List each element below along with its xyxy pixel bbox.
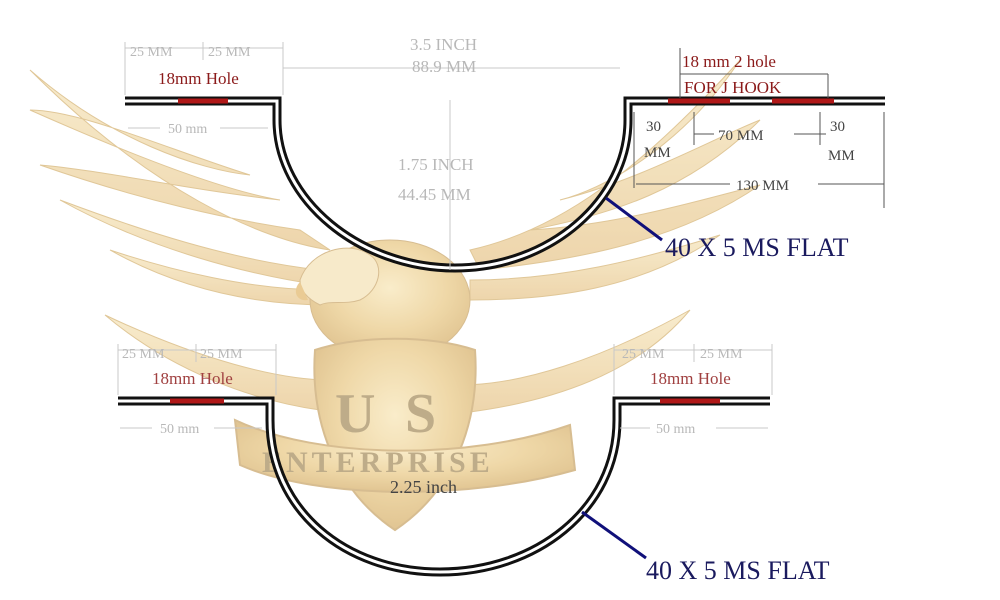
top-right-dim-30b-2: MM bbox=[828, 148, 855, 164]
watermark-company: ENTERPRISE bbox=[262, 446, 494, 479]
bottom-right-dim-a: 25 MM bbox=[622, 347, 665, 362]
top-callout-leader bbox=[605, 196, 663, 242]
top-right-dim-130: 130 MM bbox=[736, 178, 789, 194]
bottom-left-dim-a: 25 MM bbox=[122, 347, 165, 362]
bottom-callout-label: 40 X 5 MS FLAT bbox=[646, 556, 830, 585]
top-width-mm: 88.9 MM bbox=[412, 57, 476, 76]
bottom-right-hole-label: 18mm Hole bbox=[650, 369, 731, 388]
top-left-dim-a: 25 MM bbox=[130, 45, 173, 60]
bottom-right-dim-b: 25 MM bbox=[700, 347, 743, 362]
top-right-dim-70: 70 MM bbox=[718, 128, 763, 144]
eagle-beak bbox=[295, 282, 308, 301]
eagle-head bbox=[299, 247, 380, 306]
top-right-hole-label-2: FOR J HOOK bbox=[684, 78, 782, 97]
eagle-emblem-watermark: U S ENTERPRISE bbox=[29, 59, 761, 532]
eagle-left-wing bbox=[29, 69, 331, 306]
top-right-dim-30a-1: 30 bbox=[646, 119, 661, 135]
bottom-left-hole-label: 18mm Hole bbox=[152, 369, 233, 388]
ribbon-left-wing bbox=[104, 314, 331, 411]
bottom-left-dim-b: 25 MM bbox=[200, 347, 243, 362]
top-left-hole-label: 18mm Hole bbox=[158, 69, 239, 88]
bottom-callout-leader bbox=[581, 510, 647, 560]
bottom-width-label: 2.25 inch bbox=[390, 477, 457, 497]
top-depth-mm: 44.45 MM bbox=[398, 185, 471, 204]
bottom-right-flange-dim: 50 mm bbox=[656, 422, 695, 437]
top-left-flange-dim: 50 mm bbox=[168, 122, 207, 137]
top-right-dim-30a-2: MM bbox=[644, 145, 671, 161]
watermark-initial-2: S bbox=[405, 383, 436, 445]
bottom-left-flange-dim: 50 mm bbox=[160, 422, 199, 437]
bottom-bracket: 25 MM 25 MM 18mm Hole 50 mm 25 MM 25 MM … bbox=[117, 344, 830, 585]
watermark-initial-1: U bbox=[335, 383, 375, 445]
top-width-inch: 3.5 INCH bbox=[410, 35, 477, 54]
banner-ribbon bbox=[233, 418, 577, 493]
top-callout-label: 40 X 5 MS FLAT bbox=[665, 233, 849, 262]
top-right-hole-label-1: 18 mm 2 hole bbox=[682, 52, 776, 71]
eagle-right-wing bbox=[469, 59, 761, 301]
top-right-dim-30b-1: 30 bbox=[830, 119, 845, 135]
top-left-dim-b: 25 MM bbox=[208, 45, 251, 60]
top-bracket: 25 MM 25 MM 18mm Hole 50 mm 3.5 INCH 88.… bbox=[124, 35, 885, 273]
top-depth-inch: 1.75 INCH bbox=[398, 155, 474, 174]
